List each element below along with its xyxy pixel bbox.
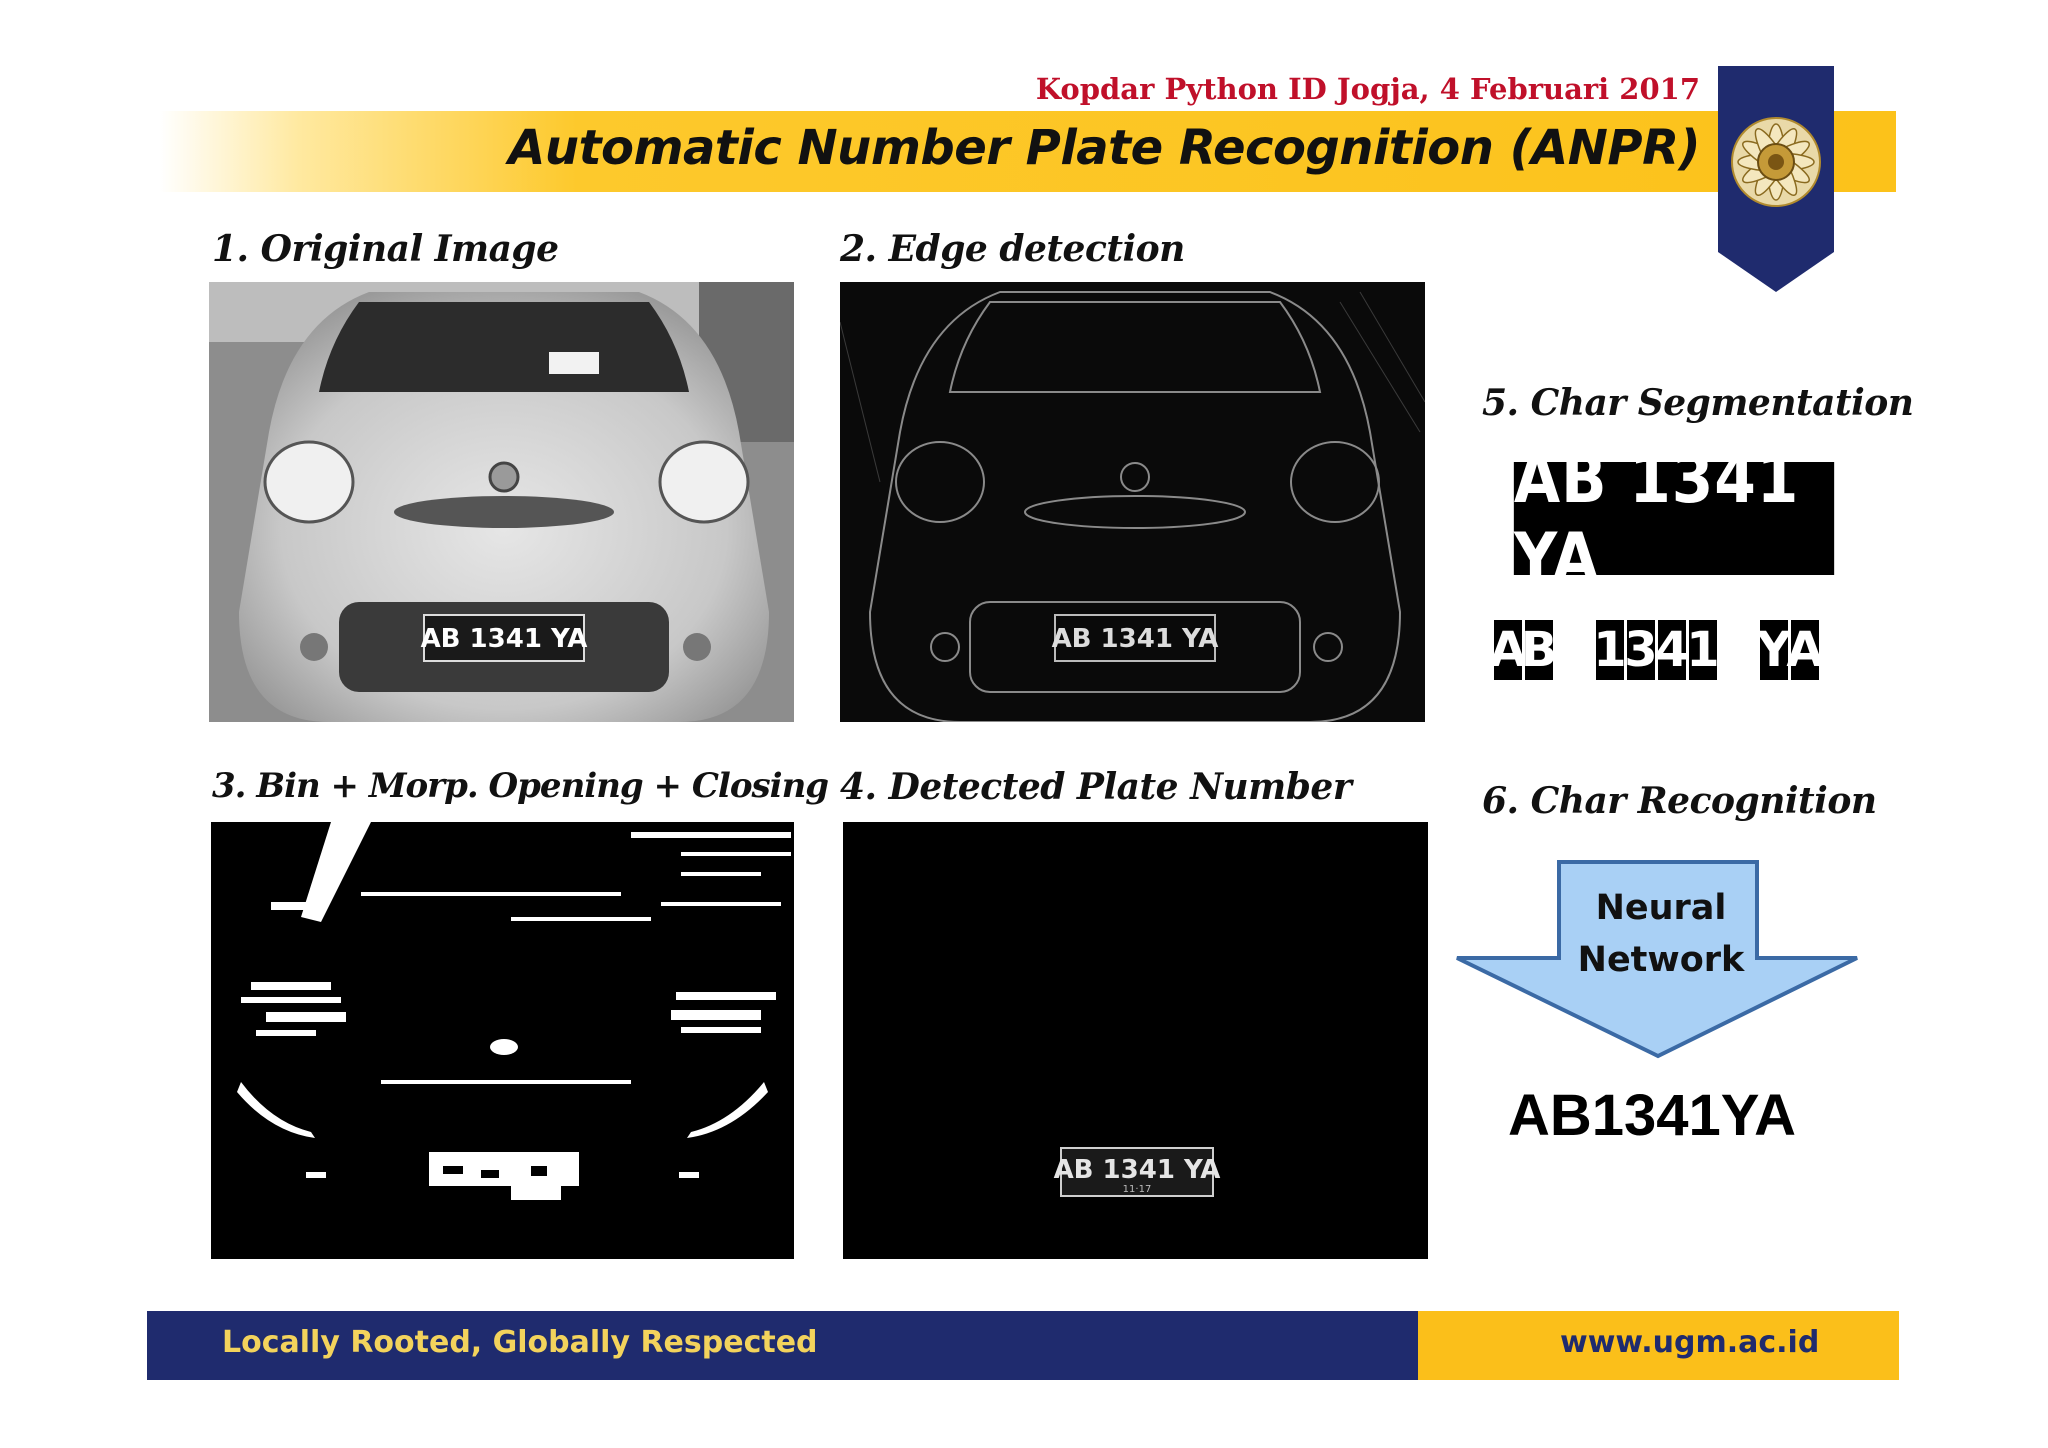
seg-char-3: 3 xyxy=(1624,620,1658,680)
seg-char-a1: A xyxy=(1489,620,1527,680)
seg-char-y: Y xyxy=(1756,620,1792,680)
footer-band-right xyxy=(1418,1311,1899,1380)
title-band xyxy=(160,111,1896,192)
ugm-emblem-icon xyxy=(1718,66,1834,294)
footer-url[interactable]: www.ugm.ac.id xyxy=(1560,1325,1820,1360)
seg-char-1b: 1 xyxy=(1686,620,1720,680)
binary-morphology-image xyxy=(211,822,794,1259)
plate-text-2: AB 1341 YA xyxy=(1052,624,1219,654)
seg-char-a2: A xyxy=(1786,620,1824,680)
detected-plate-image: AB 1341 YA 11·17 xyxy=(843,822,1428,1259)
edge-detection-image: AB 1341 YA xyxy=(840,282,1425,722)
step-2-label: 2. Edge detection xyxy=(840,228,1185,270)
seg-char-b: B xyxy=(1520,620,1558,680)
seg-char-4: 4 xyxy=(1655,620,1689,680)
recognized-plate: AB1341YA xyxy=(1508,1083,1797,1148)
neural-network-line1: Neural xyxy=(1595,888,1727,928)
plate-text-4: AB 1341 YA xyxy=(1054,1155,1221,1185)
step-5-label: 5. Char Segmentation xyxy=(1482,382,1914,424)
step-6-label: 6. Char Recognition xyxy=(1482,780,1877,822)
event-subtitle: Kopdar Python ID Jogja, 4 Februari 2017 xyxy=(1035,72,1700,106)
footer-band-left xyxy=(147,1311,1418,1380)
seg-char-1a: 1 xyxy=(1593,620,1627,680)
neural-network-arrow xyxy=(1455,860,1860,1060)
step-3-label: 3. Bin + Morp. Opening + Closing xyxy=(212,766,829,806)
original-image: AB 1341 YA xyxy=(209,282,794,722)
step-4-label: 4. Detected Plate Number xyxy=(840,766,1352,808)
segmented-characters: A B 1 3 4 1 Y A xyxy=(1489,620,1854,684)
neural-network-label: Neural Network xyxy=(1536,882,1786,986)
neural-network-line2: Network xyxy=(1577,940,1745,980)
plate-binary-image: AB 1341 YA xyxy=(1513,440,1835,598)
footer-tagline: Locally Rooted, Globally Respected xyxy=(222,1325,818,1360)
plate-subtext-4: 11·17 xyxy=(1123,1184,1152,1195)
slide-title: Automatic Number Plate Recognition (ANPR… xyxy=(508,120,1700,176)
step-1-label: 1. Original Image xyxy=(212,228,559,270)
plate-text-1: AB 1341 YA xyxy=(421,624,588,654)
